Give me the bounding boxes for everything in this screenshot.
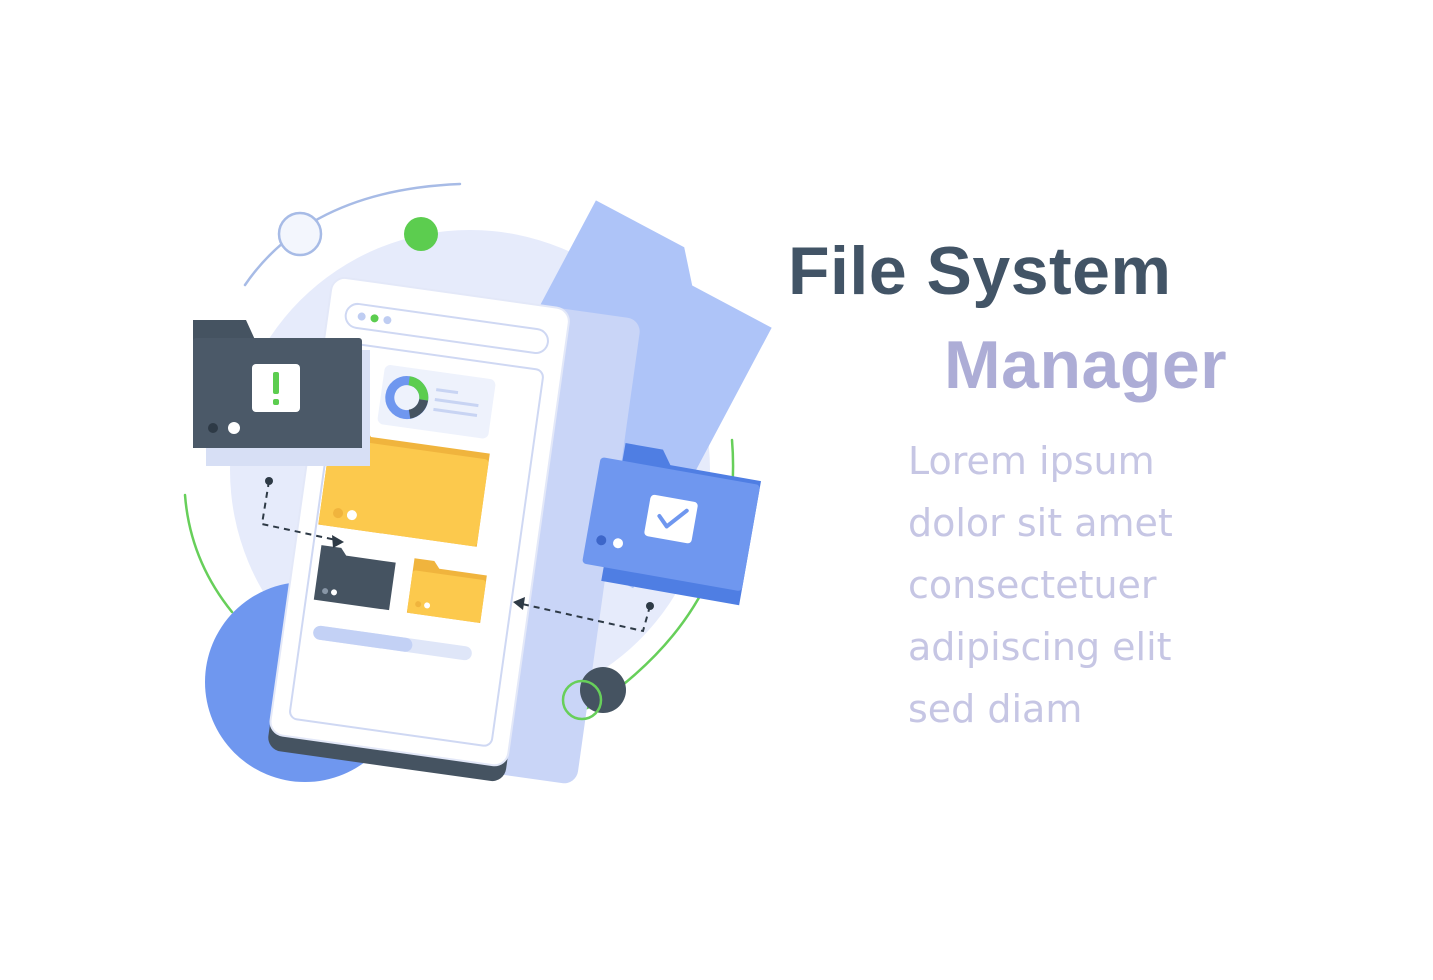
connector-right — [513, 597, 654, 633]
exclamation-folder-icon — [193, 320, 370, 466]
body-text: Lorem ipsum dolor sit amet consectetuer … — [908, 430, 1173, 740]
dark-node — [580, 667, 626, 713]
connector-left — [260, 477, 344, 548]
small-dark-folder-icon — [313, 545, 396, 611]
page-title-line-2: Manager — [944, 327, 1228, 403]
small-yellow-folder-icon — [406, 558, 487, 623]
green-dot — [404, 217, 438, 251]
progress-fill — [313, 625, 413, 652]
body-line: adipiscing elit — [908, 625, 1172, 669]
body-line: dolor sit amet — [908, 501, 1173, 545]
orbit-arc-top — [243, 182, 462, 287]
address-bar — [344, 302, 549, 355]
body-line: consectetuer — [908, 563, 1157, 607]
checkmark-folder-icon — [582, 443, 761, 606]
body-line: Lorem ipsum — [908, 439, 1155, 483]
body-line: sed diam — [908, 687, 1083, 731]
page-title-line-1: File System — [788, 233, 1172, 309]
orbit-ring-bottom — [561, 679, 603, 721]
orbit-ring — [277, 211, 323, 257]
donut-chart-icon — [385, 376, 429, 420]
orbit-arc-left — [183, 493, 234, 614]
